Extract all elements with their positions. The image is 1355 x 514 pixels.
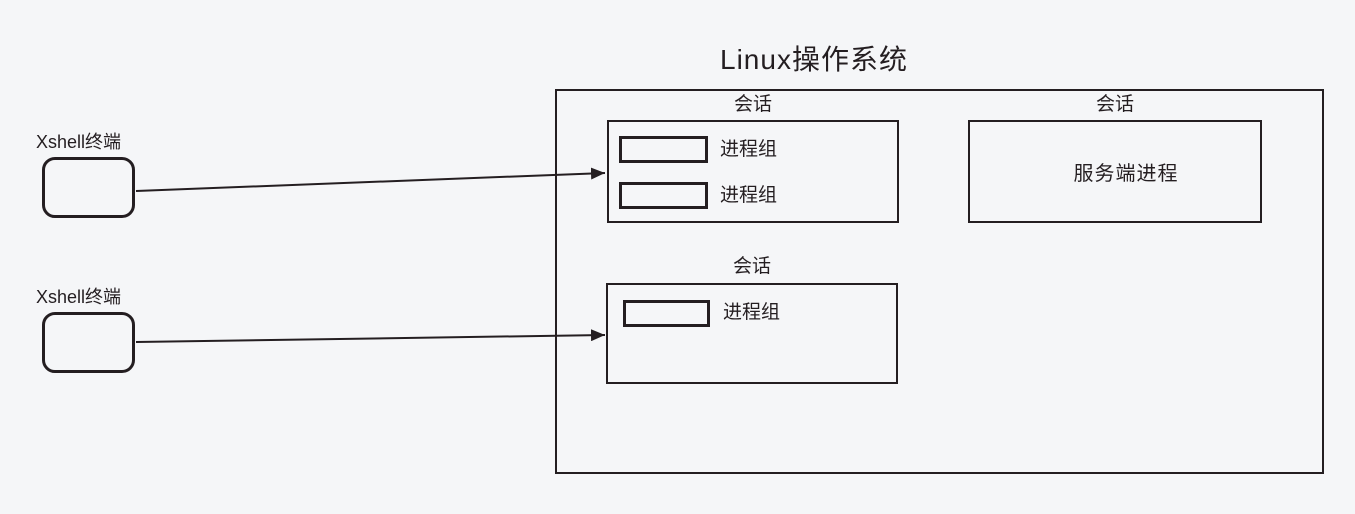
arrow-terminal2-to-session3 <box>135 329 606 343</box>
xshell-terminal-1-shape <box>42 157 135 218</box>
xshell-terminal-1-label: Xshell终端 <box>36 132 122 152</box>
process-group-rect <box>623 300 710 327</box>
session-2-label: 会话 <box>1095 94 1134 115</box>
session-3-label: 会话 <box>732 256 771 277</box>
arrow-terminal1-to-session1 <box>135 167 606 192</box>
process-group-label: 进程组 <box>720 185 778 206</box>
process-group-rect <box>619 182 708 209</box>
session-3-box: 进程组 <box>606 283 898 384</box>
session-1-label: 会话 <box>733 94 772 115</box>
server-process-label: 服务端进程 <box>1073 163 1179 185</box>
process-group-label: 进程组 <box>723 302 781 323</box>
process-group-label: 进程组 <box>720 139 778 160</box>
session-2-box: 服务端进程 <box>968 120 1262 223</box>
linux-os-title: Linux操作系统 <box>720 44 908 75</box>
session-1-box: 进程组 进程组 <box>607 120 899 223</box>
xshell-terminal-2-label: Xshell终端 <box>36 287 122 307</box>
process-group-rect <box>619 136 708 163</box>
xshell-terminal-2-shape <box>42 312 135 373</box>
linux-os-box <box>555 89 1324 474</box>
